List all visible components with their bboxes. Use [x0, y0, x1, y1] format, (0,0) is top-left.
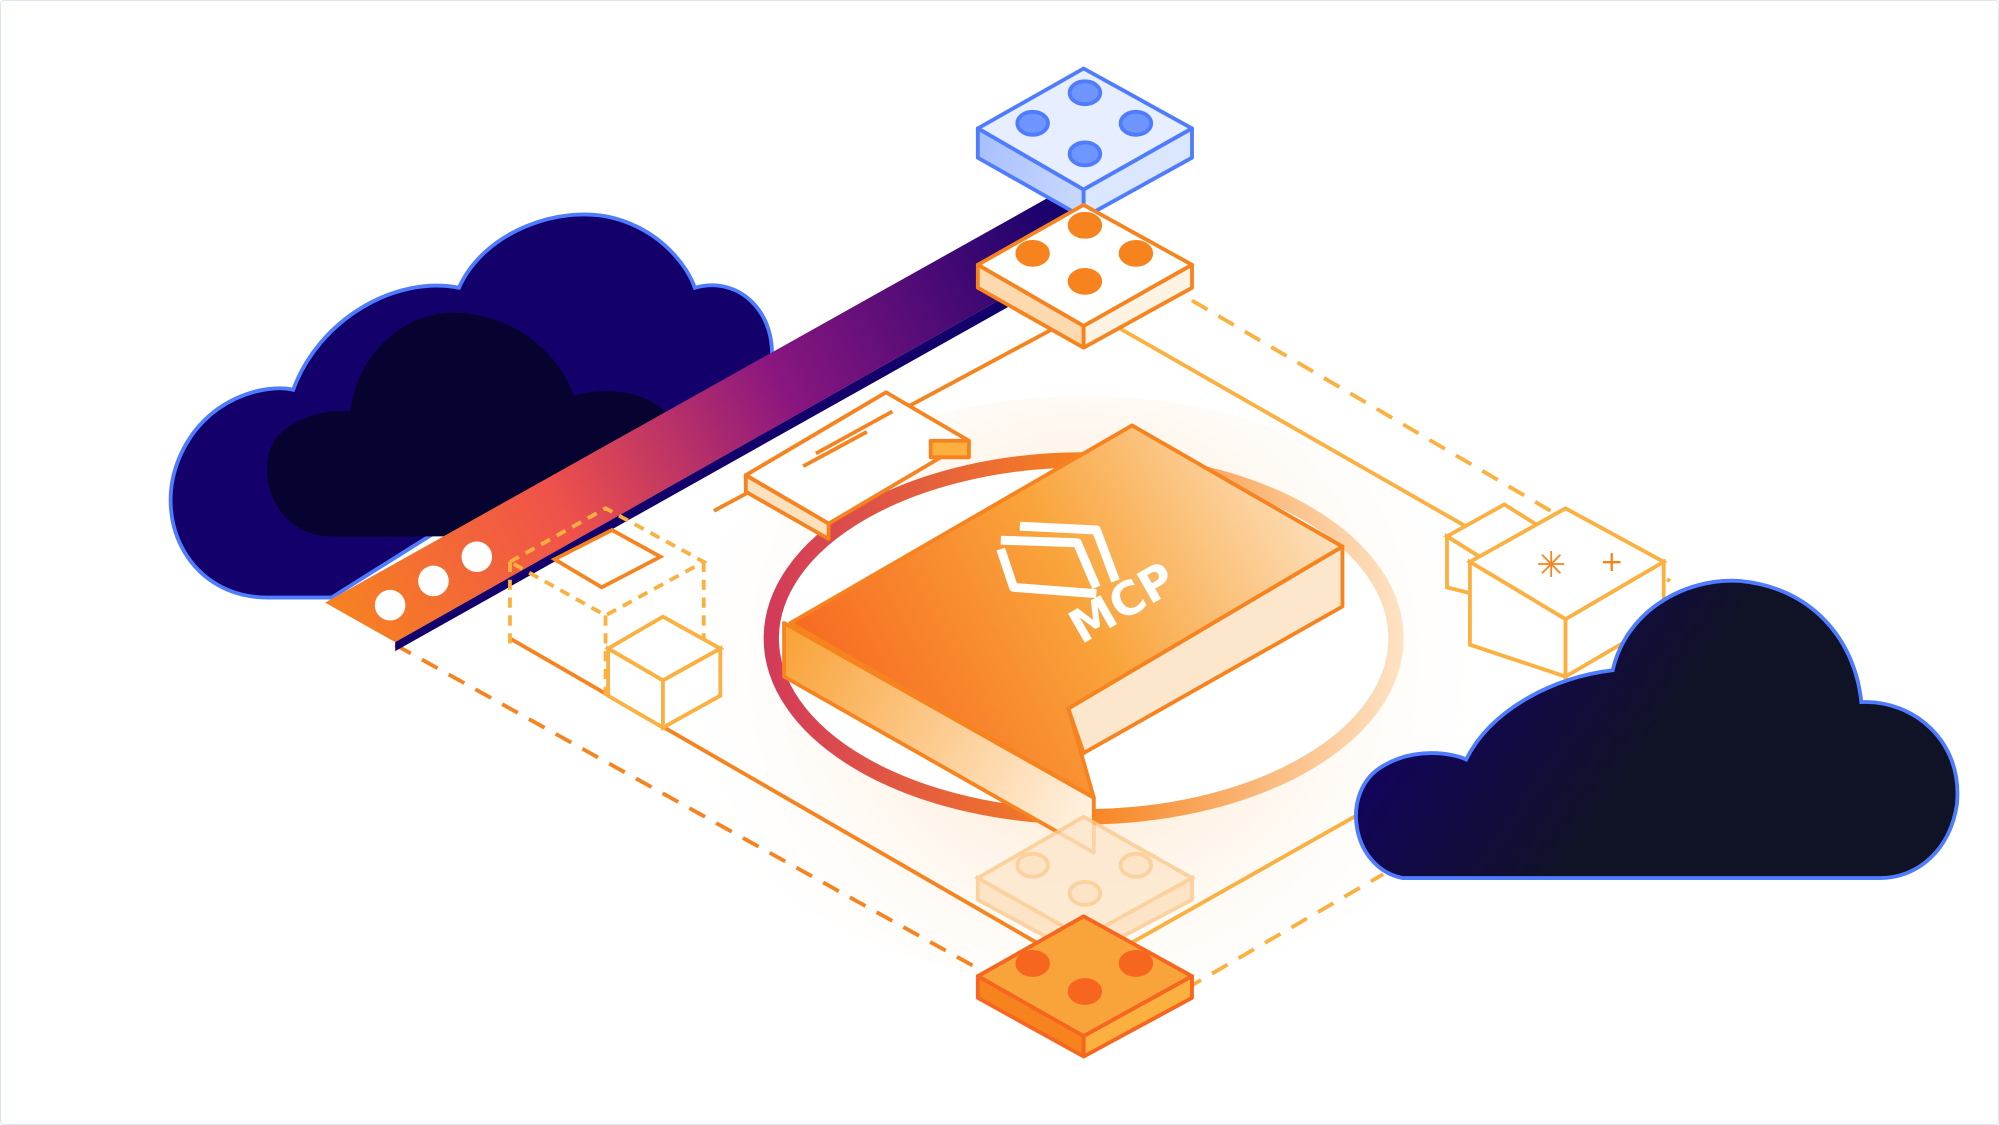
dashed-cube: [506, 506, 708, 696]
dot-icon: [418, 565, 449, 597]
mcp-logo-icon: [996, 521, 1120, 599]
orange-brick-top: [975, 202, 1194, 350]
message-card: [743, 390, 971, 541]
sparkle-icon: ✳: [1536, 545, 1566, 586]
right-cloud: [1354, 578, 1960, 880]
left-cloud: [168, 212, 774, 600]
solid-cube: [604, 614, 725, 731]
dot-icon: [374, 589, 406, 621]
dot-icon: [461, 541, 493, 573]
plus-icon: +: [1600, 545, 1624, 578]
blue-brick: [975, 66, 1194, 220]
right-cubes: ✳ +: [1443, 502, 1668, 680]
orange-brick-bottom: [975, 914, 1194, 1059]
